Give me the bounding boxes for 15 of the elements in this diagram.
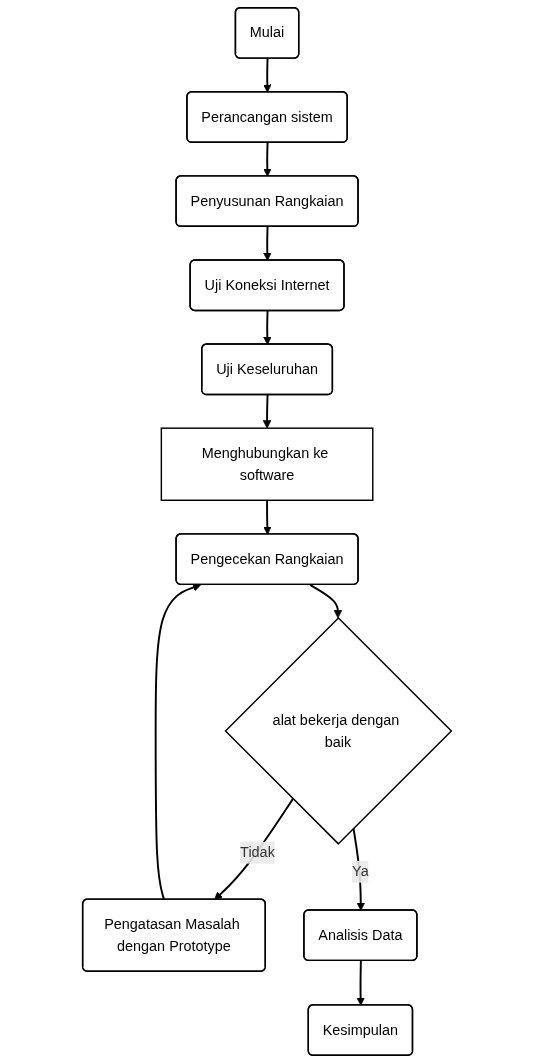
- arrow: [262, 394, 272, 429]
- edge-label: Ya: [352, 862, 369, 879]
- arrow: [352, 827, 365, 911]
- arrow: [263, 225, 272, 261]
- edge-label: Tidak: [240, 843, 275, 860]
- arrow: [154, 583, 202, 901]
- arrow: [356, 959, 365, 1006]
- node-box: Menghubungkan ke software: [160, 427, 374, 501]
- arrow: [263, 499, 272, 535]
- arrow: [263, 57, 272, 93]
- arrow: [263, 309, 272, 345]
- arrow: [214, 797, 294, 900]
- arrow: [263, 141, 272, 177]
- arrow: [309, 583, 343, 619]
- node-diamond: alat bekerja dengan baik: [224, 617, 453, 845]
